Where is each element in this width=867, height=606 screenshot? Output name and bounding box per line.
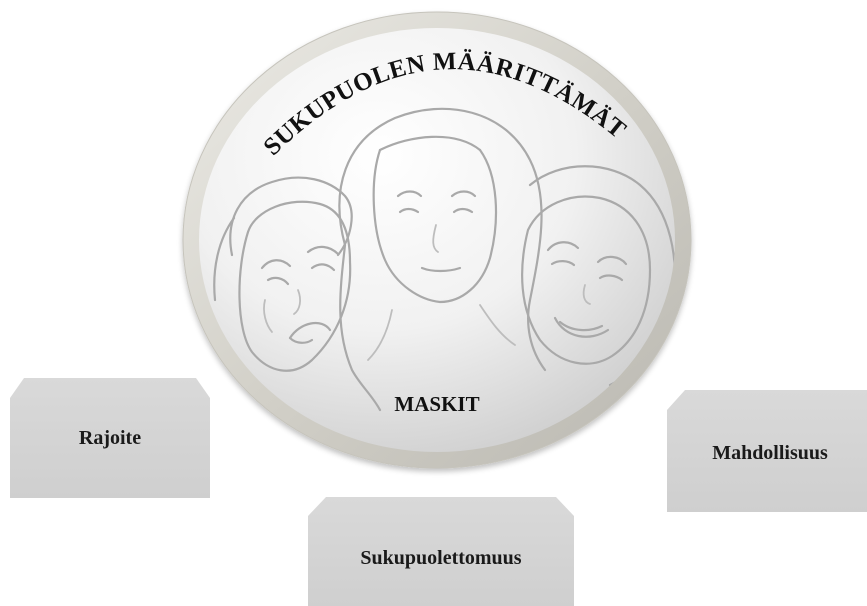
box-mahdollisuus-shape bbox=[667, 390, 867, 512]
medallion-disc bbox=[199, 28, 675, 452]
box-sukupuolettomuus: Sukupuolettomuus bbox=[308, 497, 574, 606]
masks-medallion bbox=[182, 11, 692, 469]
neutral-mask-face-icon bbox=[338, 107, 547, 412]
box-rajoite: Rajoite bbox=[10, 378, 210, 498]
box-sukupuolettomuus-label: Sukupuolettomuus bbox=[360, 547, 521, 569]
box-rajoite-label: Rajoite bbox=[79, 427, 141, 449]
center-label: MASKIT bbox=[394, 392, 479, 416]
sad-mask-face-icon bbox=[213, 176, 353, 372]
faces-sketch bbox=[213, 107, 675, 412]
box-rajoite-shape bbox=[10, 378, 210, 498]
box-sukupuolettomuus-shape bbox=[308, 497, 574, 606]
box-mahdollisuus: Mahdollisuus bbox=[667, 390, 867, 512]
box-mahdollisuus-label: Mahdollisuus bbox=[712, 442, 828, 464]
